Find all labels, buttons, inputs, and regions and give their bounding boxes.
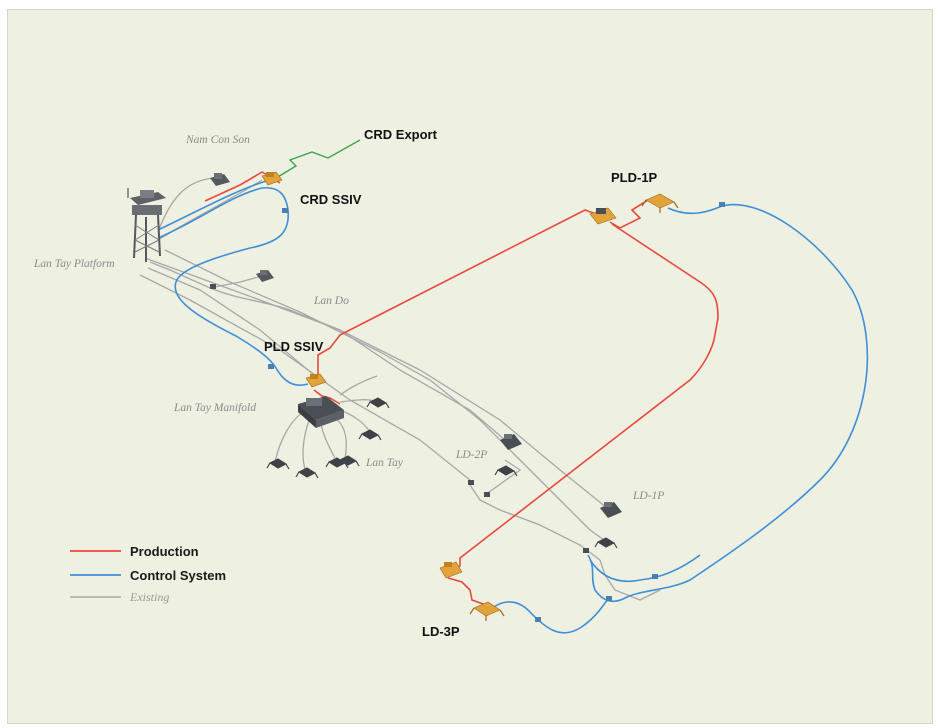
- connector: [719, 202, 725, 207]
- pld-1p-structure: [641, 193, 679, 213]
- lan-do-structure: [256, 270, 274, 282]
- label-pld-1p: PLD-1P: [611, 170, 658, 185]
- ld-3p-structure: [469, 601, 505, 621]
- control-lines: [157, 179, 869, 634]
- label-ld-3p: LD-3P: [422, 624, 460, 639]
- crd-ssiv-structure: [261, 171, 283, 186]
- connectors: [210, 202, 725, 622]
- connector: [652, 574, 658, 579]
- label-crd-ssiv: CRD SSIV: [300, 192, 362, 207]
- label-crd-export: CRD Export: [364, 127, 438, 142]
- lan-tay-platform-icon: [127, 188, 166, 262]
- connector: [282, 208, 288, 213]
- connector: [484, 492, 490, 497]
- wellhead: [494, 465, 518, 477]
- existing-lines: [139, 177, 661, 601]
- legend-control-system: Control System: [130, 568, 226, 583]
- wellhead: [295, 467, 319, 479]
- legend-production: Production: [130, 544, 199, 559]
- wellhead: [338, 455, 360, 467]
- connector: [268, 364, 274, 369]
- nam-con-son-structure: [210, 173, 230, 186]
- pld-ssiv-structure: [305, 373, 327, 388]
- production-lines: [204, 171, 719, 606]
- label-ld-2p: LD-2P: [455, 449, 487, 461]
- existing-wellheads: [266, 397, 618, 549]
- legend: Production Control System Existing: [70, 544, 226, 604]
- legend-existing: Existing: [129, 590, 169, 604]
- wellhead: [358, 429, 382, 441]
- connector: [583, 548, 589, 553]
- connector: [535, 617, 541, 622]
- label-lan-tay-platform: Lan Tay Platform: [33, 258, 115, 270]
- ld-2p-structure: [500, 434, 522, 450]
- pld-center-structure: [589, 207, 617, 225]
- connector: [210, 284, 216, 289]
- connector: [468, 480, 474, 485]
- diagram-panel: [7, 9, 933, 724]
- wellhead: [266, 458, 290, 470]
- lan-tay-manifold-structure: [298, 396, 344, 428]
- label-pld-ssiv: PLD SSIV: [264, 339, 324, 354]
- label-nam-con-son: Nam Con Son: [185, 134, 250, 146]
- connector: [606, 596, 612, 601]
- crd-export-line: [275, 139, 361, 179]
- ld-3p-center-structure: [439, 561, 463, 579]
- label-lan-tay: Lan Tay: [365, 457, 404, 469]
- wellhead: [366, 397, 390, 409]
- label-ld-1p: LD-1P: [632, 490, 664, 502]
- wellhead: [594, 537, 618, 549]
- label-lan-tay-manifold: Lan Tay Manifold: [173, 402, 256, 414]
- label-lan-do: Lan Do: [313, 295, 349, 307]
- ld-1p-structure: [600, 502, 622, 518]
